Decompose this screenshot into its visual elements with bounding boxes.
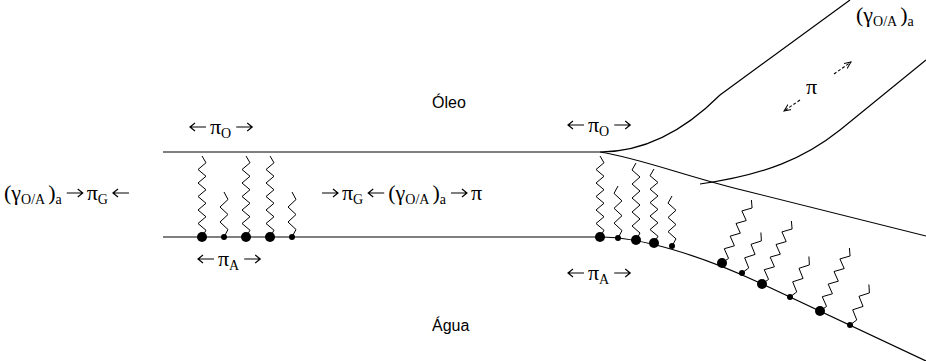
symbol-label: π [588, 262, 599, 284]
polar-head [595, 232, 605, 242]
symbol-label: (γ [4, 182, 21, 204]
hydrocarbon-tail [820, 248, 850, 311]
polar-head [649, 238, 659, 248]
symbol-label: π [588, 114, 599, 136]
polar-head [289, 234, 295, 240]
pressure-arrow [614, 269, 630, 277]
polar-head [197, 232, 207, 242]
hydrocarbon-tail [614, 186, 622, 238]
symbol-label: (γ [856, 4, 873, 26]
hydrocarbon-tail [242, 156, 250, 237]
dashed-arrow [834, 62, 851, 74]
pressure-arrow [198, 255, 214, 263]
subscript-label: O/A [21, 193, 45, 207]
subscript-label: O/A [405, 193, 429, 207]
inner-film-line [600, 152, 926, 236]
pressure-arrow [368, 189, 384, 197]
pressure-arrows [67, 121, 631, 277]
hydrocarbon-tail [220, 192, 228, 237]
subscript-label: a [908, 15, 914, 29]
hydrocarbon-tail [850, 285, 869, 326]
hydrocarbon-tail [668, 196, 676, 246]
subscript-label: O/A [873, 15, 897, 29]
pressure-arrow [236, 123, 252, 131]
subscript-label: a [440, 193, 446, 207]
hydrocarbon-tail [790, 257, 809, 298]
symbol-label: π [210, 116, 221, 138]
polar-head [815, 306, 825, 316]
polar-head [221, 234, 227, 240]
polar-head [847, 322, 853, 328]
channel-boundary-line [700, 60, 926, 184]
polar-head [241, 232, 251, 242]
symbol-label: π [87, 182, 98, 204]
hydrocarbon-tail [632, 163, 640, 240]
subscript-label: a [56, 193, 62, 207]
polar-head [739, 270, 745, 276]
pressure-arrow [190, 123, 206, 131]
pressure-arrow [244, 255, 260, 263]
pressure-arrow [568, 121, 584, 129]
polar-head [757, 279, 767, 289]
oil-boundary-line [163, 0, 850, 152]
hydrocarbon-tail [742, 233, 761, 274]
symbol-label: π [342, 182, 353, 204]
symbol-label: (γ [388, 182, 405, 204]
phase-label: Água [432, 318, 469, 334]
hydrocarbon-tail [596, 156, 604, 237]
polar-head [265, 232, 275, 242]
hydrocarbon-tail [762, 221, 792, 284]
pressure-arrow [614, 121, 630, 129]
pressure-arrow [568, 269, 584, 277]
polar-head [615, 235, 621, 241]
pressure-arrow [67, 189, 83, 197]
pressure-arrow [322, 189, 338, 197]
polar-head [717, 258, 727, 268]
hydrocarbon-tail [198, 156, 206, 237]
subscript-label: O [599, 125, 609, 139]
symbol-label: ) [900, 4, 907, 26]
symbol-label: ) [432, 182, 439, 204]
polar-head [669, 243, 675, 249]
subscript-label: O [221, 127, 231, 141]
polar-head [631, 235, 641, 245]
symbol-label: π [806, 76, 817, 98]
subscript-label: A [599, 273, 609, 287]
symbol-label: π [471, 182, 482, 204]
hydrocarbon-tail [288, 192, 296, 237]
hydrocarbon-tail [266, 156, 274, 237]
water-boundary-line [163, 237, 926, 361]
hydrocarbon-tail [650, 169, 658, 243]
surfactant-molecules [197, 156, 869, 328]
symbol-label: π [218, 248, 229, 270]
pressure-arrow [113, 189, 129, 197]
pressure-arrow [451, 189, 467, 197]
subscript-label: G [353, 193, 363, 207]
subscript-label: G [98, 193, 108, 207]
phase-label: Óleo [432, 95, 466, 111]
hydrocarbon-tail [722, 200, 752, 263]
dashed-arrow [784, 100, 800, 111]
symbol-label: ) [48, 182, 55, 204]
subscript-label: A [229, 259, 239, 273]
polar-head [787, 294, 793, 300]
